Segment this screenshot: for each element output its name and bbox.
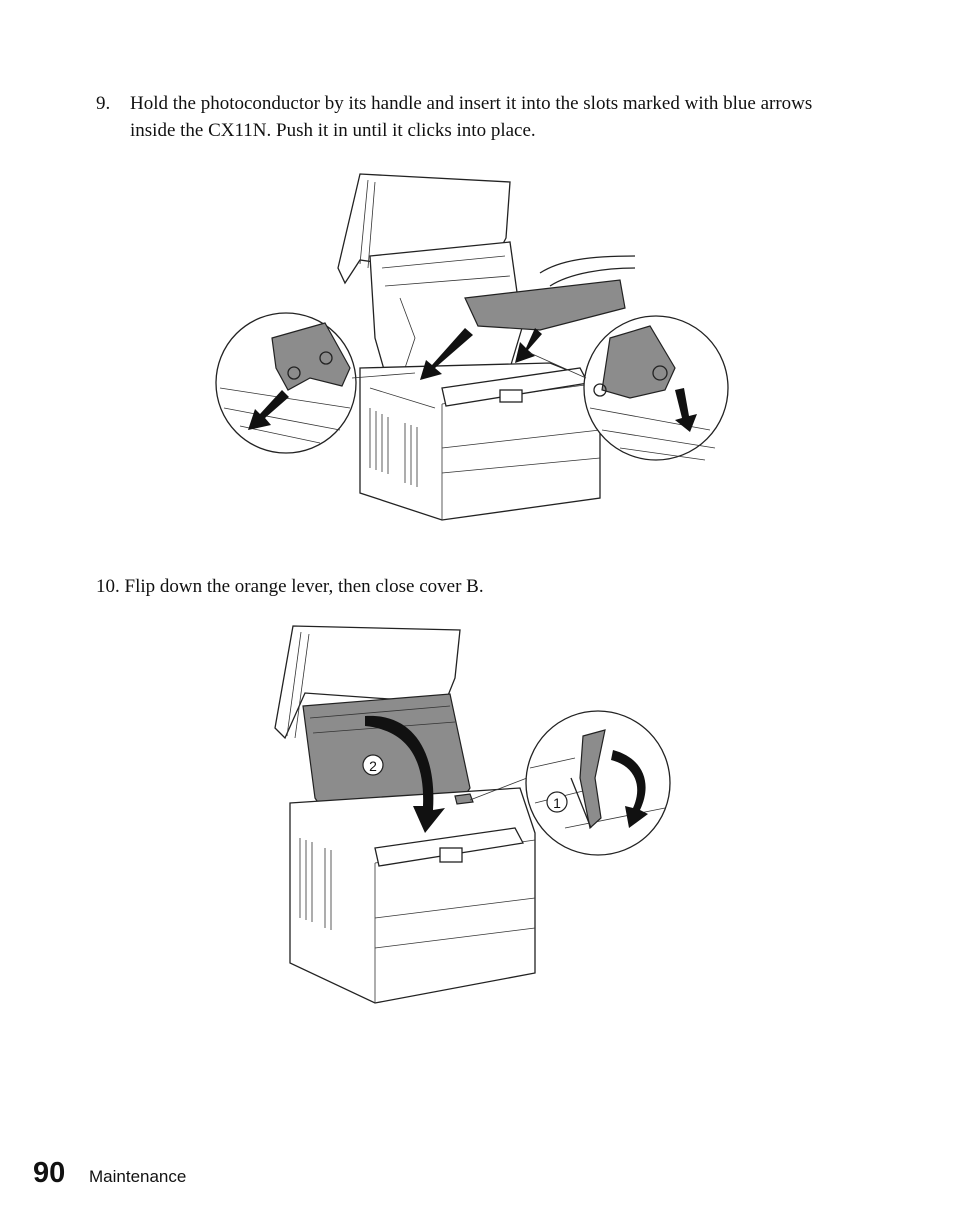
- callout-label-1: 1: [553, 795, 561, 811]
- step-number: 9.: [96, 93, 111, 114]
- callout-circle-1: [546, 791, 568, 813]
- callout-circle-2: [362, 754, 384, 776]
- step-9: 9. Hold the photoconductor by its handle…: [96, 90, 856, 150]
- step-text: Hold the photoconductor by its handle an…: [130, 93, 813, 141]
- section-title: Maintenance: [89, 1167, 187, 1186]
- step-text: 10. Flip down the orange lever, then clo…: [96, 576, 484, 597]
- close-cover-illustration: 2 1: [274, 625, 671, 1004]
- step-10: 10. Flip down the orange lever, then clo…: [96, 573, 856, 603]
- callout-label-2: 2: [369, 758, 377, 774]
- page-number: 90: [33, 1157, 66, 1189]
- photoconductor-insert-illustration: [215, 173, 729, 521]
